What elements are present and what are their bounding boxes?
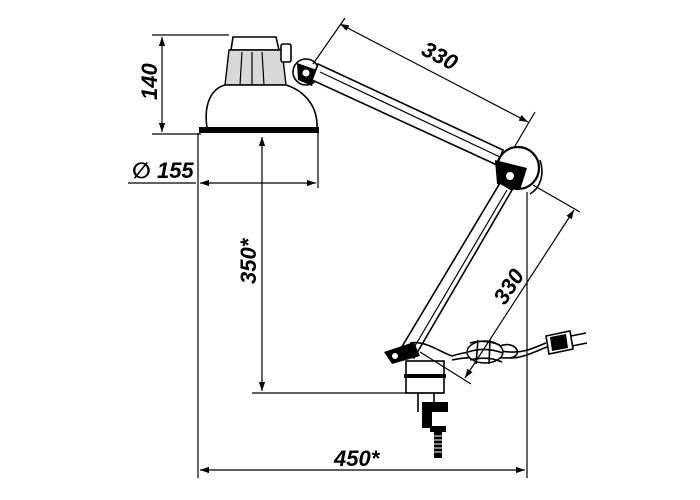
lamp-base — [404, 360, 446, 412]
dimension-shade-diameter: ∅ 155 — [128, 133, 319, 188]
dimension-label-140: 140 — [137, 63, 162, 100]
dimension-reach-height: 350* — [236, 137, 443, 394]
elbow-joint — [495, 145, 543, 195]
dimension-label-diameter-155: ∅ 155 — [132, 158, 194, 183]
dimension-label-upper-330: 330 — [418, 36, 463, 75]
dimension-label-lower-330: 330 — [488, 264, 529, 309]
power-plug — [545, 330, 588, 355]
upper-arm — [310, 62, 505, 167]
lamp-shade — [199, 36, 319, 133]
dimension-shade-height: 140 — [137, 34, 229, 135]
power-cord — [451, 339, 548, 365]
desk-clamp — [422, 402, 448, 458]
dimension-label-450: 450* — [333, 446, 381, 471]
dimension-total-width: 450* — [197, 188, 528, 478]
lower-hinge — [384, 341, 453, 364]
dimension-label-350: 350* — [236, 237, 261, 284]
